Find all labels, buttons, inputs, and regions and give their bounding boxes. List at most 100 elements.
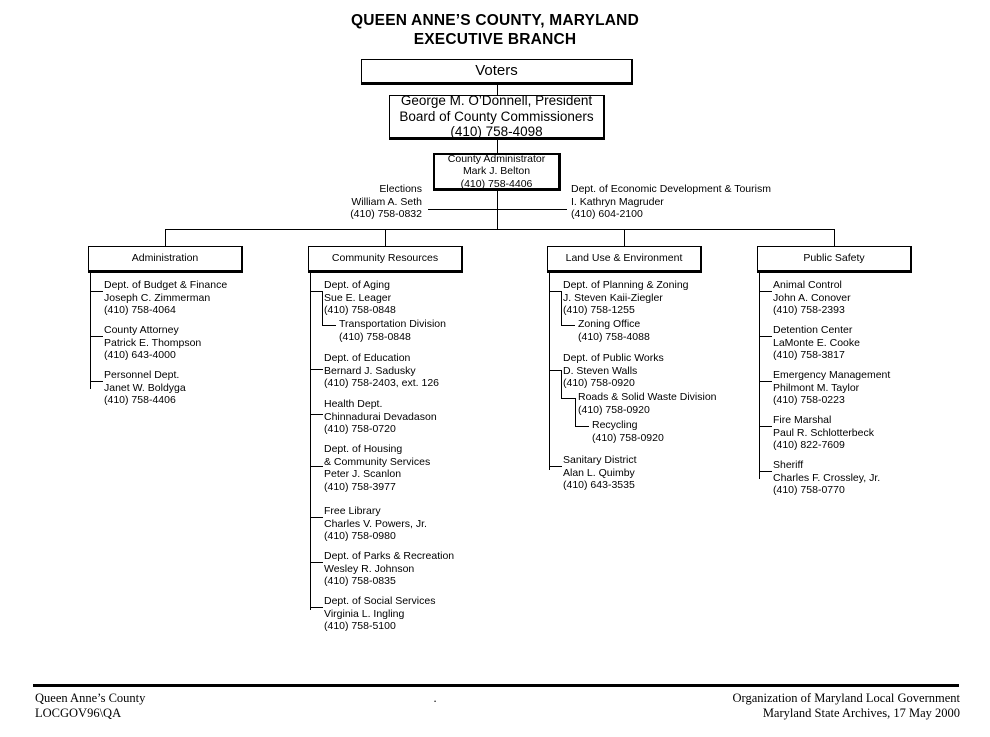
- org-entry: County Attorney Patrick E. Thompson (410…: [104, 324, 201, 362]
- tick-cr-6: [310, 517, 323, 518]
- subspine-transportation-division: [322, 291, 323, 325]
- subspine-recycling: [575, 398, 576, 426]
- entry-title: Health Dept.: [324, 398, 383, 410]
- org-entry: Personnel Dept. Janet W. Boldyga (410) 7…: [104, 369, 186, 407]
- org-entry: Dept. of Parks & Recreation Wesley R. Jo…: [324, 550, 454, 588]
- entry-phone: (410) 758-0980: [324, 530, 396, 543]
- commissioners-phone: (410) 758-4098: [450, 124, 543, 140]
- tick-ps-1: [759, 291, 772, 292]
- entry-name: Janet W. Boldyga: [104, 381, 186, 394]
- spine-administration: [90, 273, 91, 389]
- footer-right: Organization of Maryland Local Governmen…: [733, 691, 960, 721]
- entry-name: Paul R. Schlotterbeck: [773, 426, 874, 439]
- org-entry: Fire Marshal Paul R. Schlotterbeck (410)…: [773, 414, 874, 452]
- economic-development-title: Dept. of Economic Development & Tourism: [571, 183, 771, 195]
- department-box-community-resources: Community Resources: [308, 246, 463, 273]
- tick-ps-5: [759, 471, 772, 472]
- entry-title: Emergency Management: [773, 369, 891, 381]
- entry-title: Zoning Office: [578, 318, 641, 330]
- org-entry: Dept. of Social Services Virginia L. Ing…: [324, 595, 435, 633]
- entry-title: Dept. of Aging: [324, 279, 390, 291]
- tick-cr-1: [310, 291, 323, 292]
- entry-name: Charles V. Powers, Jr.: [324, 517, 427, 530]
- entry-phone: (410) 758-2393: [773, 304, 845, 317]
- entry-title: Fire Marshal: [773, 414, 832, 426]
- elections-staff-label: Elections William A. Seth (410) 758-0832: [300, 183, 422, 221]
- org-entry: Health Dept. Chinnadurai Devadason (410)…: [324, 398, 437, 436]
- connector-commissioners-to-administrator: [497, 140, 498, 153]
- entry-phone: (410) 758-0720: [324, 423, 396, 436]
- footer-center-mark: .: [433, 691, 437, 705]
- entry-phone: (410) 758-0770: [773, 484, 845, 497]
- department-header-public-safety: Public Safety: [803, 252, 865, 265]
- entry-phone: (410) 758-1255: [563, 304, 635, 317]
- footer-divider: [33, 684, 959, 687]
- entry-title: Roads & Solid Waste Division: [578, 391, 717, 403]
- elections-name: William A. Seth: [351, 195, 422, 208]
- page-title-line-1: QUEEN ANNE’S COUNTY, MARYLAND: [351, 12, 639, 29]
- county-administrator-phone: (410) 758-4406: [460, 177, 533, 190]
- commissioners-president: George M. O’Donnell, President: [400, 92, 593, 108]
- entry-name: Wesley R. Johnson: [324, 562, 415, 575]
- department-header-administration: Administration: [131, 252, 199, 265]
- elections-phone: (410) 758-0832: [350, 208, 422, 221]
- org-entry: Free Library Charles V. Powers, Jr. (410…: [324, 505, 427, 543]
- department-box-public-safety: Public Safety: [757, 246, 912, 273]
- tick-roads-solid-waste: [561, 398, 575, 399]
- entry-title: Detention Center: [773, 324, 853, 336]
- county-administrator-name: Mark J. Belton: [462, 165, 531, 178]
- entry-title: Free Library: [324, 505, 381, 517]
- org-entry: Sanitary District Alan L. Quimby (410) 6…: [563, 454, 637, 492]
- county-administrator-title: County Administrator: [447, 152, 546, 165]
- voters-label: Voters: [475, 62, 518, 80]
- entry-name: Philmont M. Taylor: [773, 381, 860, 394]
- org-entry-sub: Zoning Office (410) 758-4088: [578, 318, 650, 343]
- entry-name: Bernard J. Sadusky: [324, 364, 416, 377]
- entry-phone: (410) 758-4064: [104, 304, 176, 317]
- tick-ps-3: [759, 381, 772, 382]
- entry-phone: (410) 758-4406: [104, 394, 176, 407]
- entry-phone: (410) 758-3977: [324, 480, 396, 493]
- entry-title: Sanitary District: [563, 454, 637, 466]
- entry-phone: (410) 758-5100: [324, 620, 396, 633]
- entry-name: John A. Conover: [773, 291, 851, 304]
- entry-title: County Attorney: [104, 324, 179, 336]
- elections-title: Elections: [379, 183, 422, 195]
- tick-admin-3: [90, 381, 103, 382]
- org-entry: Emergency Management Philmont M. Taylor …: [773, 369, 890, 407]
- department-box-land-use-environment: Land Use & Environment: [547, 246, 702, 273]
- voters-box: Voters: [361, 59, 633, 85]
- entry-name: Charles F. Crossley, Jr.: [773, 471, 881, 484]
- entry-phone: (410) 758-0848: [339, 330, 411, 343]
- tick-cr-8: [310, 607, 323, 608]
- tick-cr-7: [310, 562, 323, 563]
- economic-development-staff-label: Dept. of Economic Development & Tourism …: [571, 183, 771, 221]
- entry-phone: (410) 822-7609: [773, 439, 845, 452]
- entry-phone: (410) 758-0835: [324, 575, 396, 588]
- entry-name: Sue E. Leager: [324, 291, 392, 304]
- connector-drop-community-resources: [385, 229, 386, 246]
- entry-name: Virginia L. Ingling: [324, 607, 405, 620]
- entry-phone: (410) 758-0920: [563, 377, 635, 390]
- entry-title-2: & Community Services: [324, 455, 431, 468]
- entry-phone: (410) 758-0920: [578, 403, 650, 416]
- department-box-administration: Administration: [88, 246, 243, 273]
- tick-cr-5: [310, 466, 323, 467]
- entry-phone: (410) 643-4000: [104, 349, 176, 362]
- entry-phone: (410) 758-3817: [773, 349, 845, 362]
- footer-document-code: LOCGOV96\QA: [35, 706, 122, 720]
- entry-phone: (410) 758-0848: [324, 304, 396, 317]
- connector-drop-public-safety: [834, 229, 835, 246]
- entry-name: Alan L. Quimby: [563, 466, 635, 479]
- entry-title: Transportation Division: [339, 318, 446, 330]
- spine-public-safety: [759, 273, 760, 479]
- org-entry: Animal Control John A. Conover (410) 758…: [773, 279, 851, 317]
- economic-development-name: I. Kathryn Magruder: [571, 195, 664, 208]
- footer-county-name: Queen Anne’s County: [35, 691, 146, 705]
- entry-name: Peter J. Scanlon: [324, 468, 402, 481]
- entry-phone: (410) 758-0223: [773, 394, 845, 407]
- org-entry: Dept. of Aging Sue E. Leager (410) 758-0…: [324, 279, 396, 317]
- economic-development-phone: (410) 604-2100: [571, 208, 643, 221]
- connector-voters-to-commissioners: [497, 85, 498, 95]
- commissioners-body: Board of County Commissioners: [399, 108, 594, 124]
